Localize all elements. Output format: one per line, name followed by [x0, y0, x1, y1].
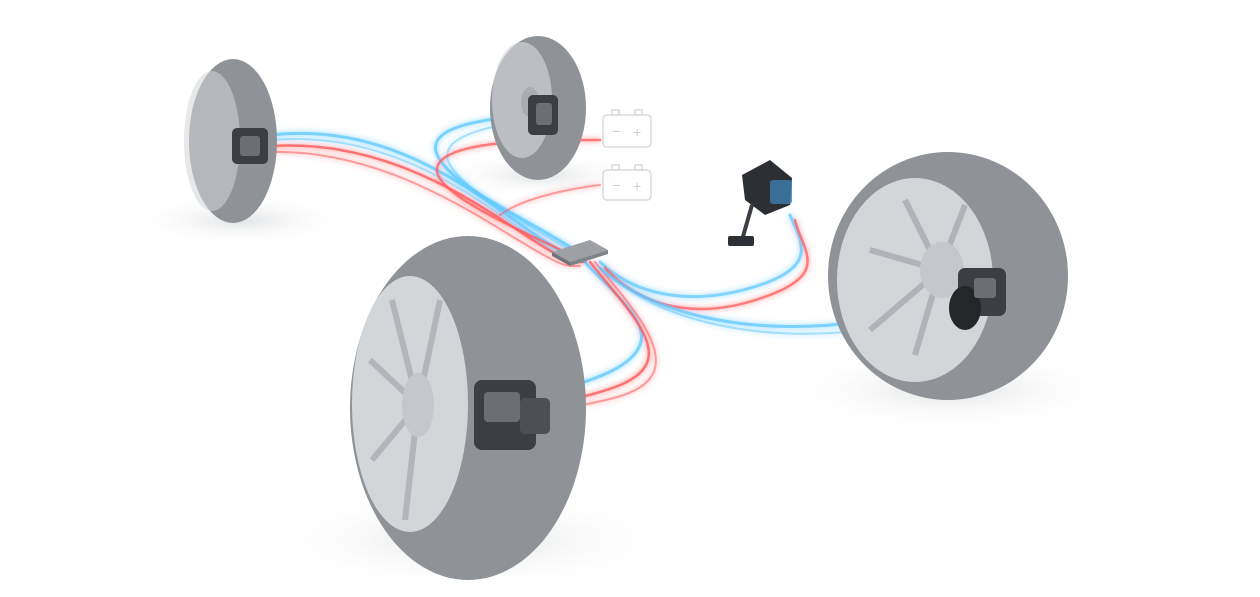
wire-rear-right-signal [434, 113, 577, 252]
battery-icon-1: − + [602, 109, 652, 148]
battery-1-minus: − [612, 123, 620, 139]
wire-pedal-signal [598, 213, 803, 298]
caliper-front-left [474, 380, 550, 450]
wheel-rear-left [184, 59, 277, 223]
battery-2-plus: + [633, 178, 641, 194]
wheel-front-right [828, 152, 1068, 400]
wire-battery-power [499, 184, 601, 216]
battery-icon-2: − + [602, 164, 652, 201]
wire-front-left-power [548, 260, 651, 407]
caliper-rear-left [232, 128, 268, 164]
caliper-front-right [949, 268, 1006, 330]
control-unit [552, 240, 608, 266]
wire-front-left-power-2 [555, 261, 657, 411]
wire-rear-left-power-2 [269, 150, 581, 268]
caliper-rear-right [528, 95, 558, 135]
battery-1-plus: + [633, 124, 641, 140]
wire-rear-right-signal-2 [446, 119, 579, 256]
brake-pedal [728, 160, 792, 246]
battery-2-minus: − [612, 177, 620, 193]
wheel-rear-right [490, 36, 586, 180]
wheel-front-left [350, 236, 586, 580]
